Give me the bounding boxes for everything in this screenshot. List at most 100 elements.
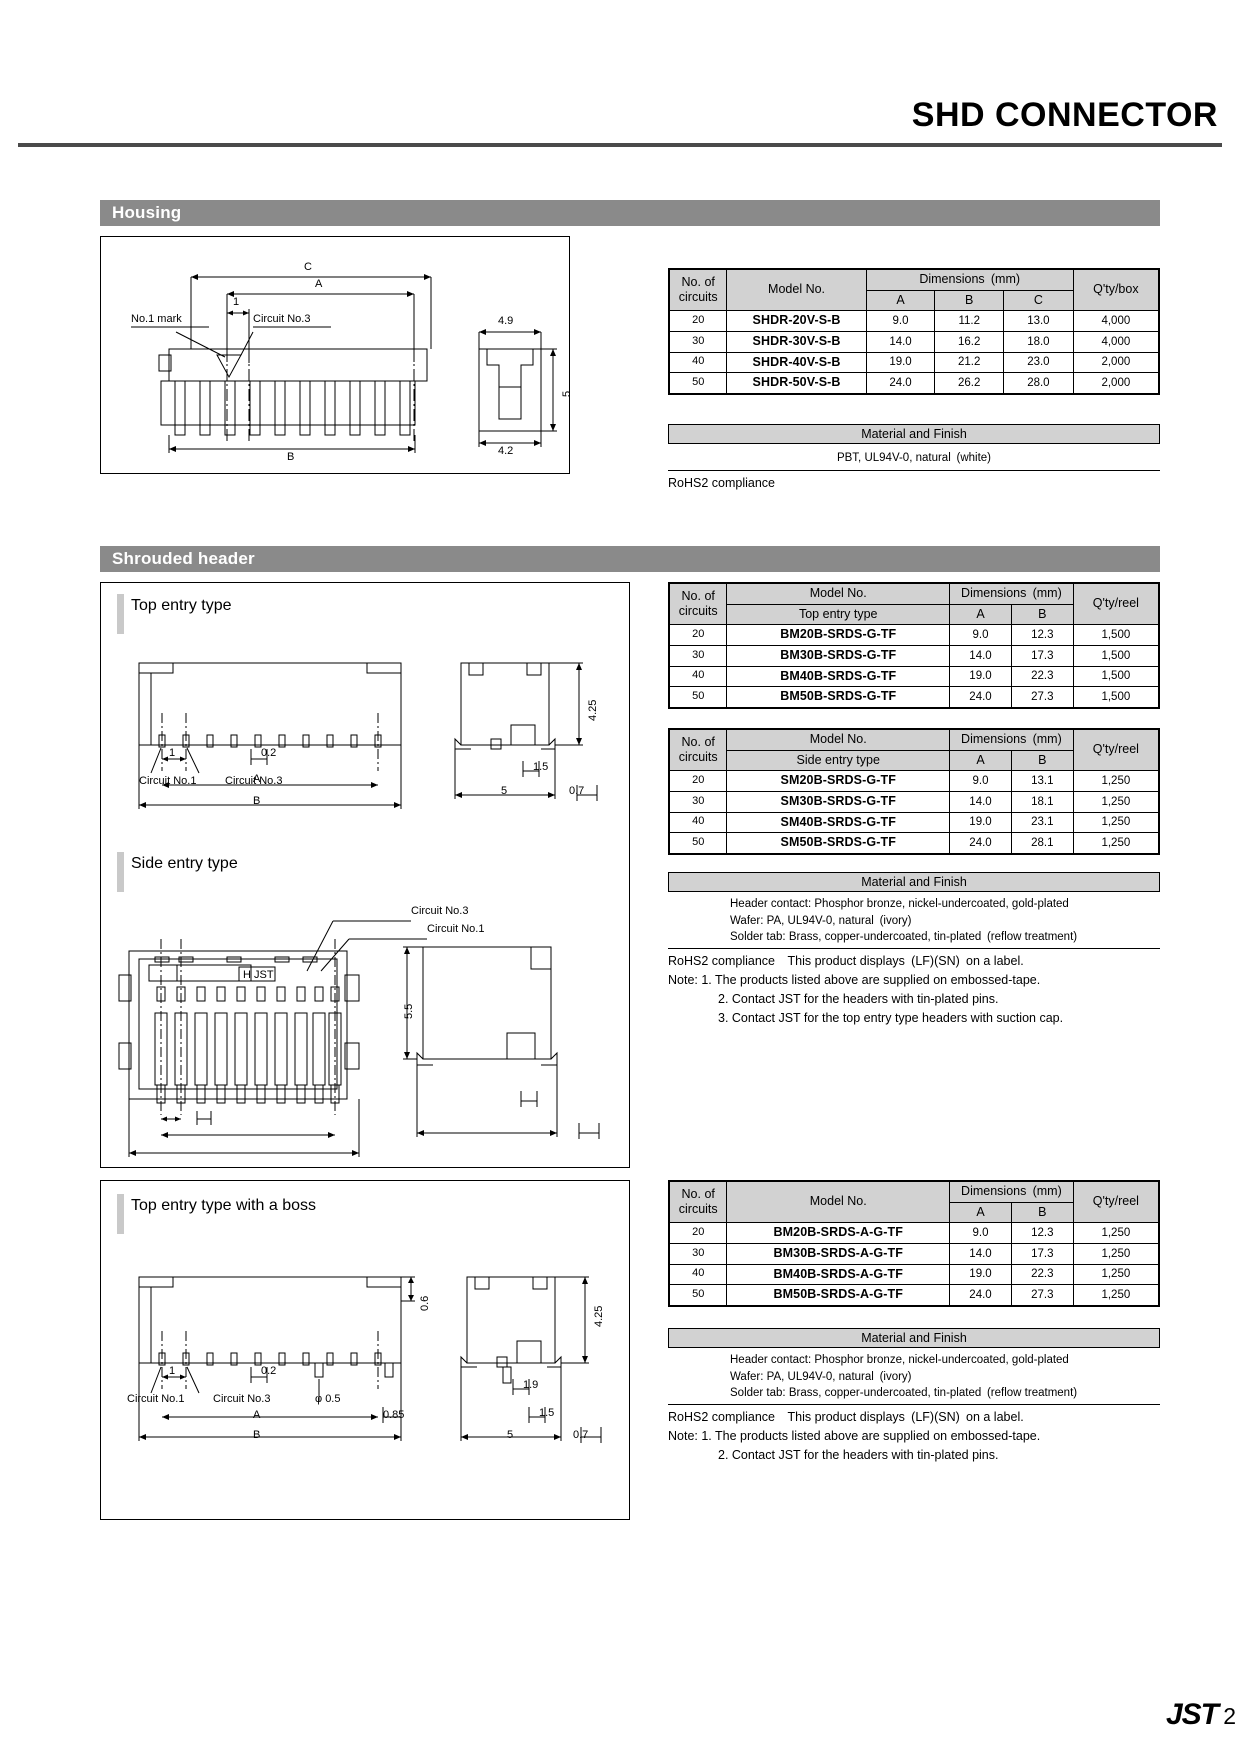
cell-qty: 1,250 — [1072, 1222, 1160, 1244]
top-entry-th-qty: Q'ty/reel — [1072, 583, 1160, 626]
top-entry-boss-dim-0-85: 0.85 — [383, 1409, 405, 1421]
cell-circuits: 30 — [668, 644, 728, 667]
top-entry-type-title: Top entry type — [117, 594, 232, 634]
side-entry-th-circuits: No. of circuits — [668, 729, 728, 772]
top-entry-boss-dim-phi-0-5: φ 0.5 — [315, 1393, 341, 1405]
cell-c: 13.0 — [1003, 310, 1074, 332]
cell-qty: 1,250 — [1072, 811, 1160, 834]
boss-material-bar: Material and Finish — [668, 1328, 1160, 1348]
cell-qty: 1,500 — [1072, 665, 1160, 688]
side-entry-th-b: B — [1010, 750, 1074, 772]
housing-dim-C: C — [304, 261, 312, 273]
cell-b: 13.1 — [1010, 770, 1074, 792]
top-entry-boss-dim-A: A — [253, 1409, 261, 1421]
cell-a: 24.0 — [949, 686, 1012, 709]
cell-circuits: 40 — [668, 1263, 728, 1286]
top-entry-boss-dim-1-5: 1.5 — [539, 1407, 555, 1419]
cell-b: 18.1 — [1010, 790, 1074, 813]
section-bar-housing: Housing — [100, 200, 1160, 226]
housing-dim-5: 5 — [561, 390, 573, 397]
cell-circuits: 30 — [668, 790, 728, 813]
top-entry-table-body: 20 BM20B-SRDS-G-TF 9.0 12.3 1,500 30 BM3… — [668, 624, 1160, 709]
housing-dim-B: B — [287, 451, 295, 463]
top-entry-drawing — [111, 653, 623, 853]
cell-model: SM30B-SRDS-G-TF — [726, 790, 951, 813]
housing-th-model: Model No. — [726, 269, 867, 312]
top-entry-boss-dim-0-7: 0.7 — [573, 1429, 589, 1441]
cell-b: 11.2 — [934, 310, 1005, 332]
cell-a: 19.0 — [949, 811, 1012, 834]
cell-model: SM50B-SRDS-G-TF — [726, 832, 951, 855]
cell-b: 17.3 — [1010, 644, 1074, 667]
cell-circuits: 30 — [668, 1242, 728, 1265]
cell-b: 22.3 — [1010, 1263, 1074, 1286]
cell-b: 17.3 — [1010, 1242, 1074, 1265]
side-entry-th-model: Model No. — [726, 729, 951, 751]
cell-c: 18.0 — [1003, 330, 1074, 353]
top-entry-dim-1-5: 1.5 — [533, 761, 549, 773]
housing-th-circuits: No. of circuits — [668, 269, 728, 312]
cell-circuits: 50 — [668, 832, 728, 855]
cell-model: BM50B-SRDS-A-G-TF — [726, 1284, 951, 1307]
cell-circuits: 50 — [668, 1284, 728, 1307]
top-entry-dim-B: B — [253, 795, 261, 807]
side-entry-drawing — [111, 883, 623, 1163]
housing-dim-1: 1 — [233, 296, 240, 308]
table-row: 20 BM20B-SRDS-G-TF 9.0 12.3 1,500 — [668, 624, 1160, 646]
table-row: 40 BM40B-SRDS-G-TF 19.0 22.3 1,500 — [668, 665, 1160, 688]
cell-qty: 4,000 — [1072, 330, 1160, 353]
top-entry-th-b: B — [1010, 604, 1074, 626]
cell-c: 23.0 — [1003, 351, 1074, 374]
boss-material-rule — [668, 1404, 1160, 1405]
cell-b: 26.2 — [934, 372, 1005, 395]
header-rule — [18, 143, 1222, 147]
boss-material-text: Header contact: Phosphor bronze, nickel-… — [730, 1354, 1078, 1400]
cell-b: 12.3 — [1010, 624, 1074, 646]
cell-qty: 1,250 — [1072, 832, 1160, 855]
housing-rohs-note: RoHS2 compliance — [668, 476, 775, 490]
page-title: SHD CONNECTOR — [911, 96, 1218, 134]
cell-model: SM40B-SRDS-G-TF — [726, 811, 951, 834]
top-entry-boss-dim-5: 5 — [507, 1429, 514, 1441]
section-bar-shrouded-header-label: Shrouded header — [112, 549, 255, 568]
housing-th-qty: Q'ty/box — [1072, 269, 1160, 312]
cell-model: BM30B-SRDS-G-TF — [726, 644, 951, 667]
cell-circuits: 50 — [668, 686, 728, 709]
top-entry-label-circuit-no1: Circuit No.1 — [139, 775, 197, 787]
side-entry-dim-5-5: 5.5 — [403, 1003, 415, 1019]
cell-model: SHDR-40V-S-B — [726, 351, 867, 374]
cell-qty: 1,500 — [1072, 686, 1160, 709]
cell-b: 12.3 — [1010, 1222, 1074, 1244]
top-entry-boss-th-qty: Q'ty/reel — [1072, 1181, 1160, 1224]
cell-circuits: 20 — [668, 1222, 728, 1244]
side-entry-th-a: A — [949, 750, 1012, 772]
cell-qty: 1,250 — [1072, 1284, 1160, 1307]
section-bar-housing-label: Housing — [112, 203, 182, 222]
top-entry-th-a: A — [949, 604, 1012, 626]
cell-model: SHDR-30V-S-B — [726, 330, 867, 353]
housing-drawing-panel: C A 1 No.1 mark Circuit No.3 B 4.9 4.2 5 — [100, 236, 573, 474]
cell-qty: 1,250 — [1072, 1242, 1160, 1265]
table-row: 30 SHDR-30V-S-B 14.0 16.2 18.0 4,000 — [668, 330, 1160, 353]
table-row: 50 SHDR-50V-S-B 24.0 26.2 28.0 2,000 — [668, 372, 1160, 395]
cell-circuits: 40 — [668, 351, 728, 374]
header-notes: Note: 1. The products listed above are s… — [668, 973, 1064, 1025]
cell-c: 28.0 — [1003, 372, 1074, 395]
cell-qty: 4,000 — [1072, 310, 1160, 332]
cell-b: 22.3 — [1010, 665, 1074, 688]
cell-circuits: 30 — [668, 330, 728, 353]
table-row: 30 BM30B-SRDS-A-G-TF 14.0 17.3 1,250 — [668, 1242, 1160, 1265]
top-entry-boss-drawing-panel: Top entry type with a boss — [100, 1180, 630, 1520]
cell-b: 16.2 — [934, 330, 1005, 353]
top-entry-th-model: Model No. — [726, 583, 951, 605]
housing-th-b: B — [934, 290, 1005, 312]
side-entry-table-body: 20 SM20B-SRDS-G-TF 9.0 13.1 1,250 30 SM3… — [668, 770, 1160, 855]
top-entry-th-circuits: No. of circuits — [668, 583, 728, 626]
top-entry-boss-th-dimensions: Dimensions (mm) — [949, 1181, 1074, 1203]
top-entry-boss-dim-4-25: 4.25 — [593, 1305, 605, 1327]
side-entry-table: No. of circuits Model No. Dimensions (mm… — [668, 728, 1160, 855]
cell-qty: 1,500 — [1072, 644, 1160, 667]
cell-a: 14.0 — [865, 330, 936, 353]
top-entry-dim-1: 1 — [169, 747, 176, 759]
cell-qty: 2,000 — [1072, 372, 1160, 395]
